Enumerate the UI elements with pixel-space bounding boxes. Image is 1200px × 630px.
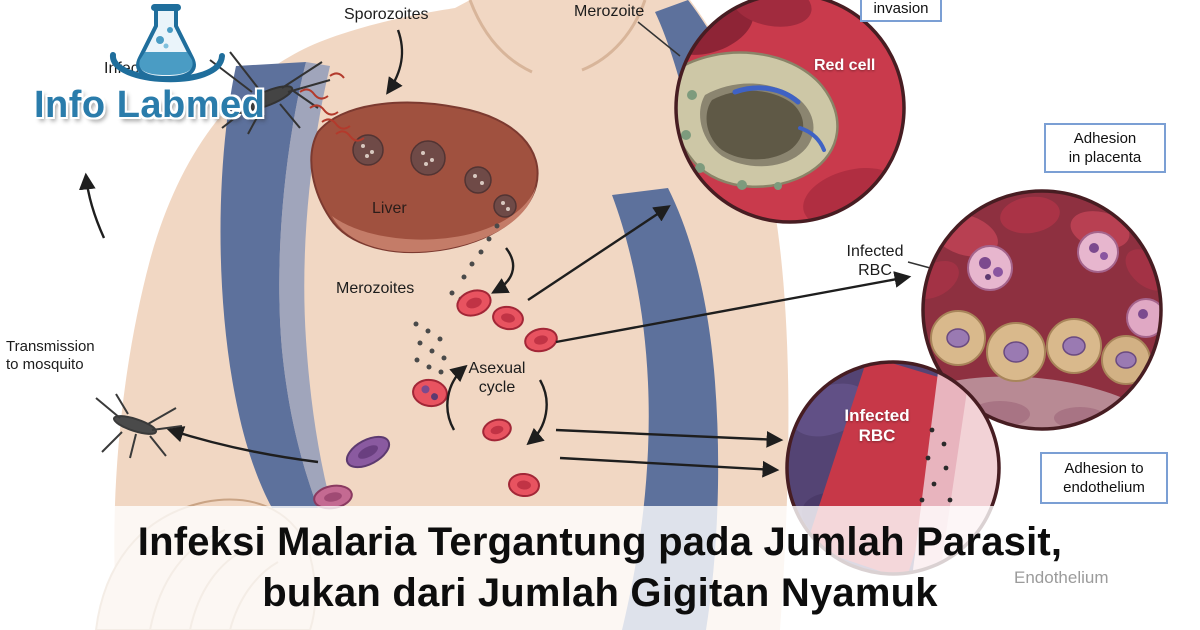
liver-shape xyxy=(310,101,539,254)
mosquito-left-icon xyxy=(95,393,183,459)
gametocyte xyxy=(313,484,353,510)
inset-invasion-circle xyxy=(674,0,906,224)
label-asexual-cycle-line2: cycle xyxy=(478,378,516,396)
label-endothelium: Endothelium xyxy=(1014,568,1109,587)
label-infected-rbc-endothelium-line1: Infected xyxy=(844,406,910,425)
schizont-speckles xyxy=(361,144,510,211)
label-merozoites: Merozoites xyxy=(336,280,415,297)
label-sporozoites: Sporozoites xyxy=(344,6,429,23)
label-merozoite: Merozoite xyxy=(574,3,645,20)
flask-icon xyxy=(110,4,225,83)
label-transmission-line2: to mosquito xyxy=(6,355,84,373)
callout-adhesion-endothelium: Adhesion to endothelium xyxy=(1040,452,1168,504)
logo: Info Labmed xyxy=(28,0,328,140)
label-infected-rbc-placenta: Infected RBC xyxy=(840,243,910,281)
label-asexual-cycle-line1: Asexual xyxy=(468,360,526,377)
label-infected-rbc-endothelium: Infected RBC xyxy=(833,406,921,446)
label-asexual-cycle: Asexual cycle xyxy=(455,360,539,398)
callout-adhesion-endothelium-line2: endothelium xyxy=(1063,479,1145,496)
label-transmission: Transmission to mosquito xyxy=(6,338,95,373)
label-infected-rbc-endothelium-line2: RBC xyxy=(858,426,896,446)
mosquito-top-icon xyxy=(209,51,331,135)
label-red-cell: Red cell xyxy=(814,57,876,74)
callout-adhesion-placenta: Adhesion in placenta xyxy=(1044,123,1166,173)
label-transmission-line1: Transmission xyxy=(6,338,95,355)
logo-text: Info Labmed xyxy=(34,84,266,126)
title-line-2: bukan dari Jumlah Gigitan Nyamuk xyxy=(262,571,938,615)
callout-adhesion-endothelium-line1: Adhesion to xyxy=(1064,459,1144,477)
flow-arrows xyxy=(78,29,912,478)
callout-adhesion-placenta-line1: Adhesion xyxy=(1073,129,1137,147)
title-banner: Infeksi Malaria Tergantung pada Jumlah P… xyxy=(0,506,1200,630)
label-infected-rbc-placenta-line1: Infected xyxy=(846,243,904,260)
callout-invasion-label: invasion xyxy=(873,0,929,17)
label-liver: Liver xyxy=(372,200,407,217)
label-infected-rbc-placenta-line2: RBC xyxy=(858,261,892,279)
title-line-1: Infeksi Malaria Tergantung pada Jumlah P… xyxy=(137,520,1063,564)
gametocyte xyxy=(345,435,391,469)
callout-adhesion-placenta-line2: in placenta xyxy=(1068,149,1142,166)
red-blood-cells xyxy=(313,289,558,510)
callout-invasion: invasion xyxy=(860,0,942,22)
sporozoite-squiggles xyxy=(299,72,365,142)
